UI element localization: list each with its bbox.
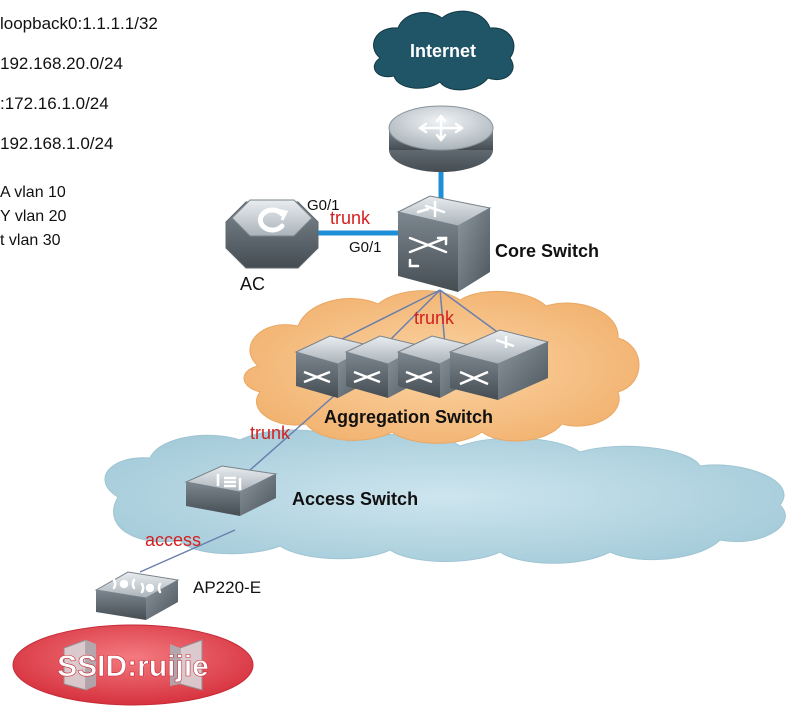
legend-vlan-30: t vlan 30	[0, 232, 61, 249]
ssid-ellipse: SSID:ruijie	[12, 624, 254, 706]
internet-label: Internet	[410, 41, 476, 61]
legend-subnet-1: 192.168.20.0/24	[0, 54, 123, 73]
legend-vlan-20: Y vlan 20	[0, 208, 67, 225]
access-ap-mode-label: access	[145, 530, 201, 550]
ac-controller-icon	[225, 199, 319, 269]
ap-icon	[94, 571, 180, 620]
aggregation-switches	[294, 329, 550, 400]
legend-subnet-3: 192.168.1.0/24	[0, 134, 114, 153]
core-port-label: G0/1	[349, 239, 382, 256]
core-agg-trunk-label: trunk	[414, 308, 455, 328]
ac-port-label: G0/1	[307, 197, 340, 214]
core-switch-label: Core Switch	[495, 241, 599, 261]
aggregation-switch-4-icon	[448, 329, 550, 400]
legend-loopback: loopback0:1.1.1.1/32	[0, 14, 158, 33]
link-core-agg-3	[439, 289, 446, 346]
ap-label: AP220-E	[193, 578, 261, 597]
access-switch-label: Access Switch	[292, 489, 418, 509]
ac-core-trunk-label: trunk	[330, 208, 371, 228]
access-layer-cloud	[104, 429, 786, 564]
internet-cloud-icon: Internet	[373, 10, 515, 91]
access-switch-icon	[184, 465, 278, 516]
aggregation-switch-label: Aggregation Switch	[324, 407, 493, 427]
ac-label: AC	[240, 274, 265, 294]
link-access-ap	[139, 529, 236, 573]
legend-subnet-2: :172.16.1.0/24	[0, 94, 109, 113]
router-icon	[388, 105, 494, 172]
link-core-agg-2	[384, 289, 441, 346]
legend-vlan-10: A vlan 10	[0, 184, 66, 201]
core-switch-icon	[396, 195, 492, 292]
link-agg-access	[249, 394, 336, 471]
link-core-agg-1	[329, 289, 441, 346]
agg-access-trunk-label: trunk	[250, 423, 291, 443]
ssid-label: SSID:ruijie	[57, 650, 209, 683]
